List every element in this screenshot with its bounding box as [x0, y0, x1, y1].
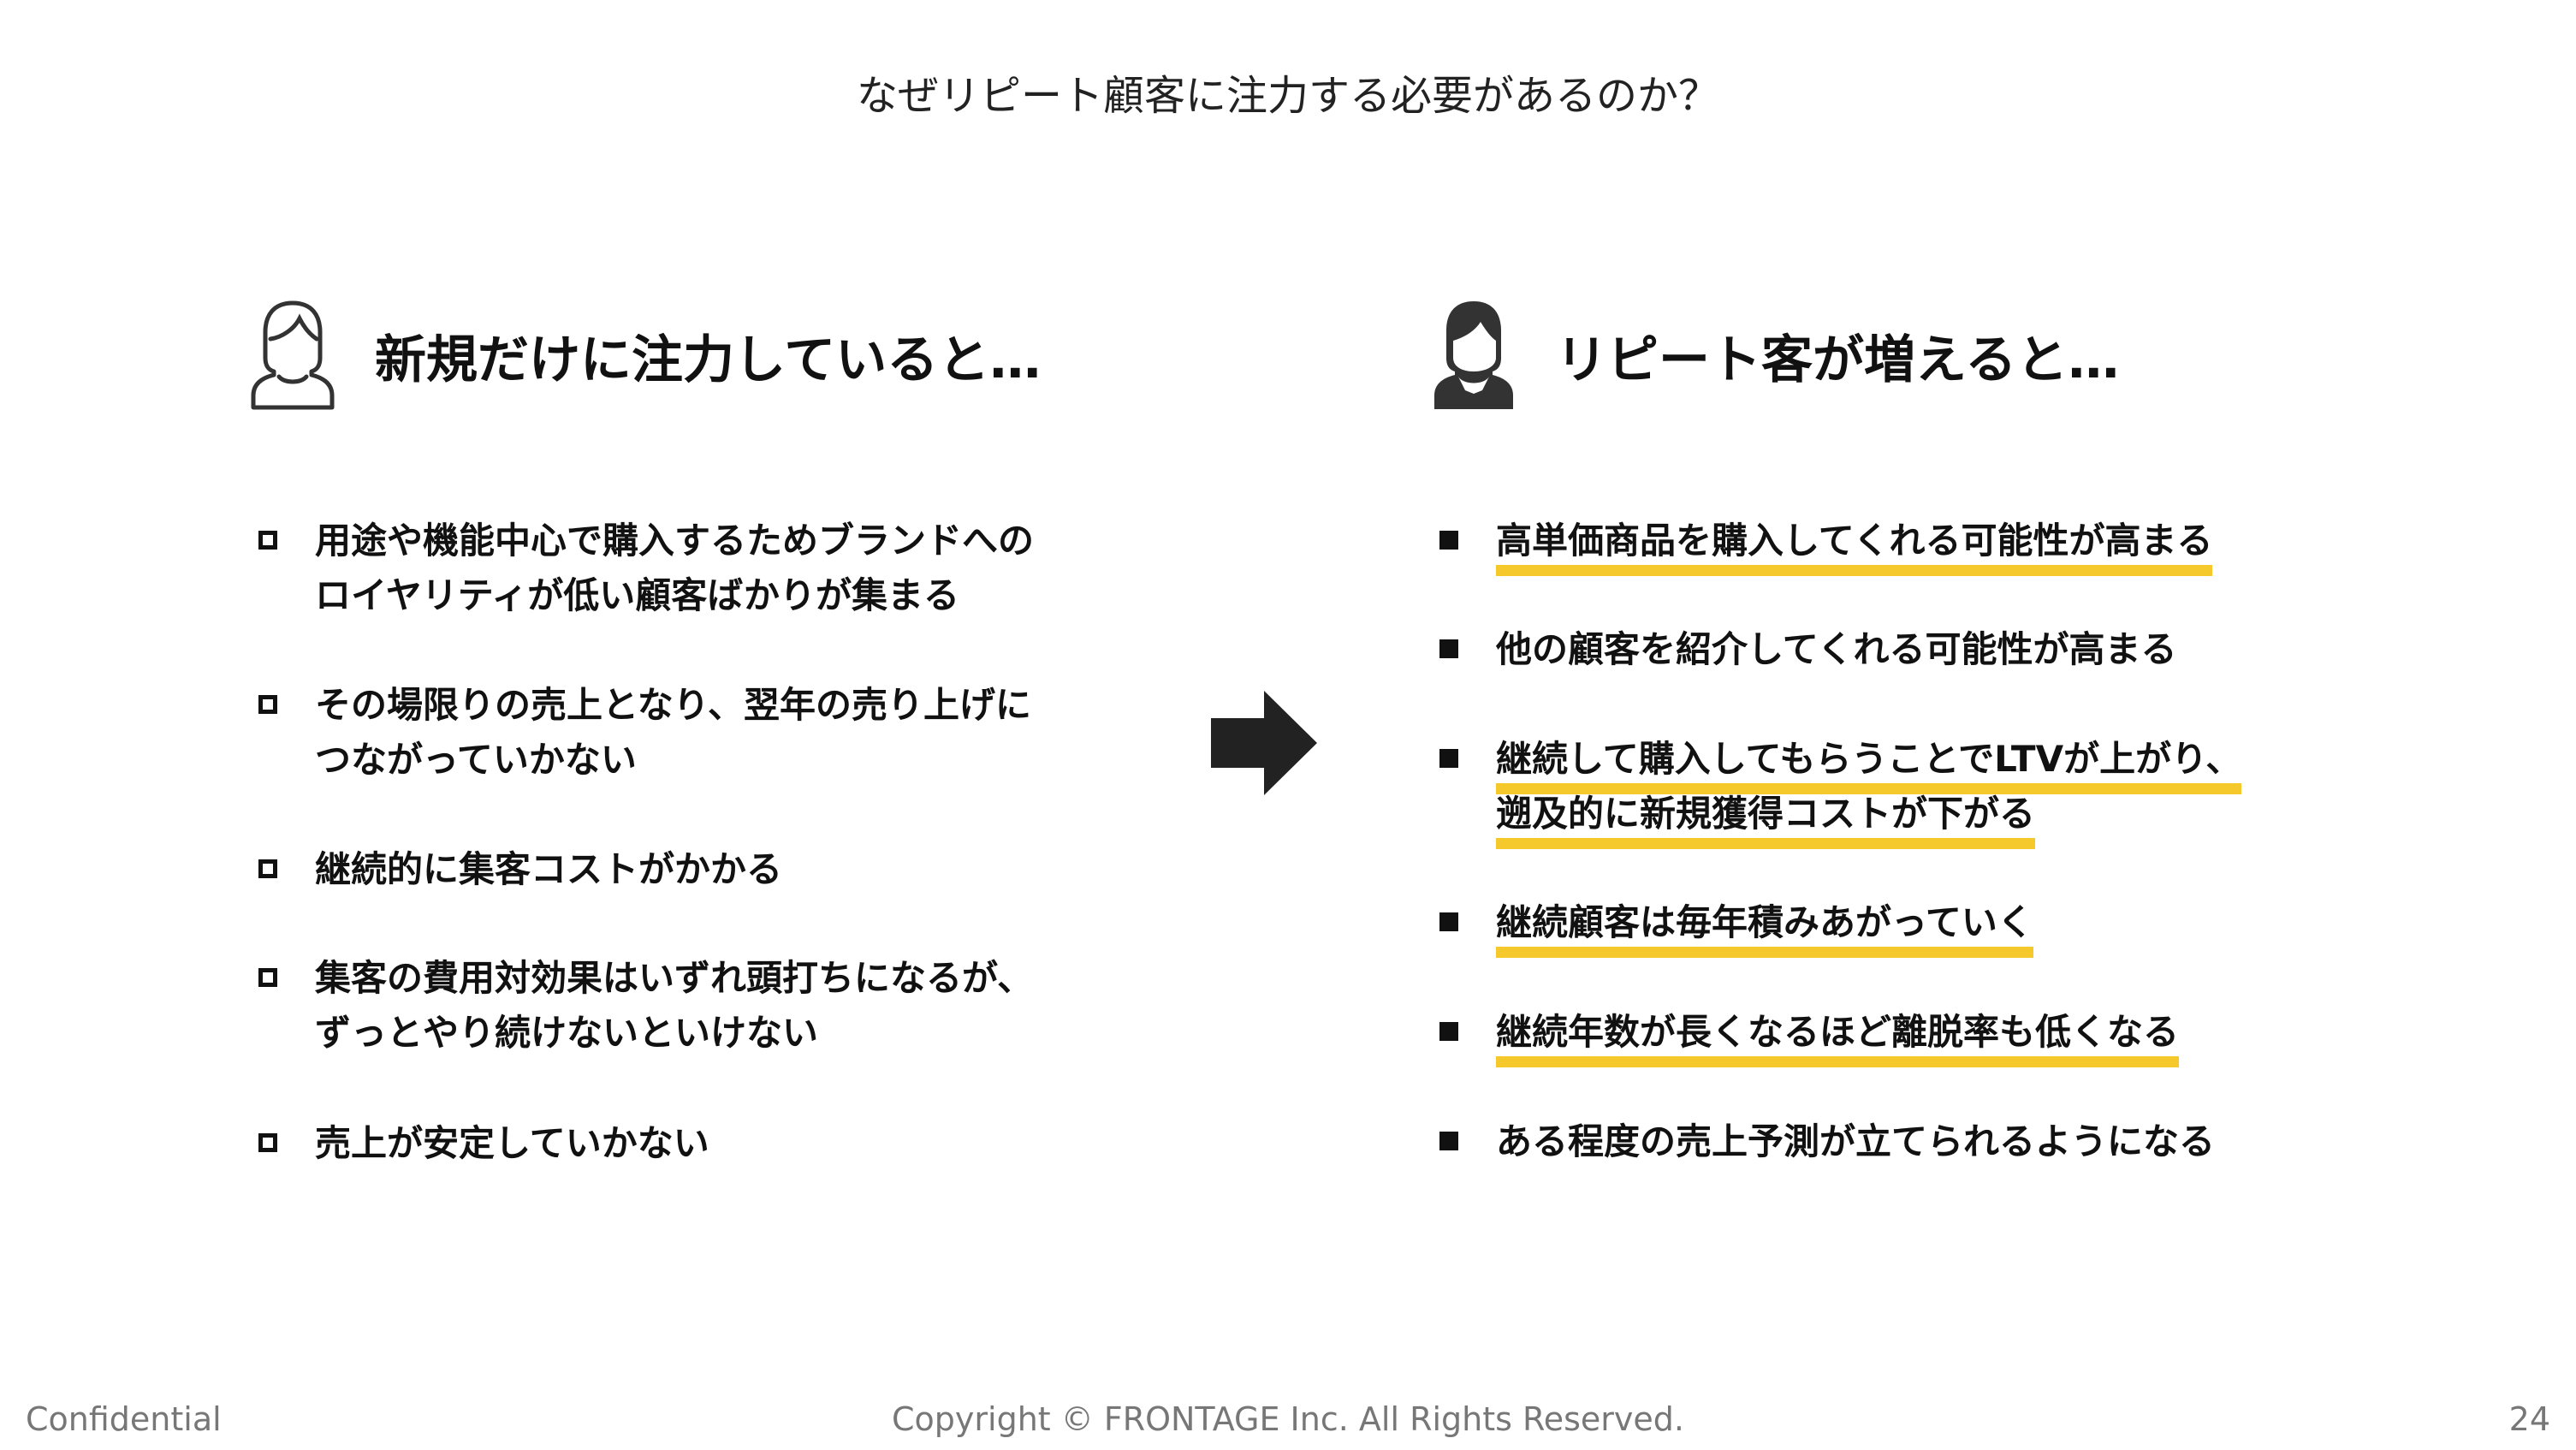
confidential-label: Confidential — [26, 1400, 222, 1438]
highlighted-line: 継続顧客は毎年積みあがっていく — [1496, 901, 2033, 958]
list-item: その場限りの売上となり、翌年の売り上げに つながっていかない — [258, 678, 1234, 787]
list-item: ある程度の売上予測が立てられるようになる — [1439, 1114, 2415, 1169]
list-item: 継続して購入してもらうことでLTVが上がり、 遡及的に新規獲得コストが下がる — [1439, 732, 2415, 849]
highlighted-line: 遡及的に新規獲得コストが下がる — [1496, 793, 2036, 849]
person-outline-icon — [251, 300, 335, 410]
square-filled-bullet-icon — [1439, 639, 1458, 658]
square-filled-bullet-icon — [1439, 1022, 1458, 1041]
square-outline-bullet-icon — [258, 968, 277, 987]
square-filled-bullet-icon — [1439, 912, 1458, 931]
square-outline-bullet-icon — [258, 531, 277, 550]
highlighted-line: 継続年数が長くなるほど離脱率も低くなる — [1496, 1011, 2180, 1067]
item-line: その場限りの売上となり、翌年の売り上げに — [315, 684, 1032, 726]
item-line: 他の顧客を紹介してくれる可能性が高まる — [1496, 628, 2177, 670]
list-item: 継続年数が長くなるほど離脱率も低くなる — [1439, 1005, 2415, 1067]
square-filled-bullet-icon — [1439, 531, 1458, 550]
square-outline-bullet-icon — [258, 859, 277, 878]
list-item: 集客の費用対効果はいずれ頭打ちになるが、 ずっとやり続けないといけない — [258, 951, 1234, 1061]
list-item: 他の顧客を紹介してくれる可能性が高まる — [1439, 622, 2415, 677]
column-new-customers: 新規だけに注力していると… 用途や機能中心で購入するためブランドへの ロイヤリテ… — [248, 291, 1215, 1164]
item-line: 集客の費用対効果はいずれ頭打ちになるが、 — [315, 957, 1034, 999]
item-line: 売上が安定していかない — [315, 1122, 709, 1164]
column-heading: リピート客が増えると… — [1556, 330, 2120, 390]
list-item: 継続顧客は毎年積みあがっていく — [1439, 895, 2415, 958]
item-line: 継続的に集客コストがかかる — [315, 848, 783, 890]
item-line: ある程度の売上予測が立てられるようになる — [1496, 1120, 2216, 1162]
column-header: リピート客が増えると… — [1429, 291, 2413, 419]
highlighted-line: 継続して購入してもらうことでLTVが上がり、 — [1496, 738, 2242, 794]
square-outline-bullet-icon — [258, 1133, 277, 1152]
slide-title: なぜリピート顧客に注力する必要があるのか？ — [856, 72, 1719, 120]
list-item: 高単価商品を購入してくれる可能性が高まる — [1439, 514, 2415, 576]
list-item: 用途や機能中心で購入するためブランドへの ロイヤリティが低い顧客ばかりが集まる — [258, 514, 1234, 623]
copyright-notice: Copyright © FRONTAGE Inc. All Rights Res… — [892, 1400, 1684, 1438]
column-repeat-customers: リピート客が増えると… 高単価商品を購入してくれる可能性が高まる 他の顧客を紹介… — [1429, 291, 2413, 1162]
item-line: つながっていかない — [315, 739, 637, 781]
list-item: 売上が安定していかない — [258, 1116, 1234, 1171]
square-outline-bullet-icon — [258, 695, 277, 714]
arrow-right-icon — [1211, 691, 1317, 795]
page-number: 24 — [2508, 1400, 2550, 1438]
column-header: 新規だけに注力していると… — [248, 291, 1215, 419]
square-filled-bullet-icon — [1439, 749, 1458, 768]
list-item: 継続的に集客コストがかかる — [258, 842, 1234, 897]
square-filled-bullet-icon — [1439, 1132, 1458, 1150]
column-heading: 新規だけに注力していると… — [375, 330, 1042, 390]
item-line: 用途や機能中心で購入するためブランドへの — [315, 520, 1035, 562]
highlighted-line: 高単価商品を購入してくれる可能性が高まる — [1496, 520, 2213, 576]
item-line: ロイヤリティが低い顧客ばかりが集まる — [315, 574, 960, 616]
person-filled-icon — [1434, 301, 1513, 409]
item-line: ずっとやり続けないといけない — [315, 1012, 819, 1054]
